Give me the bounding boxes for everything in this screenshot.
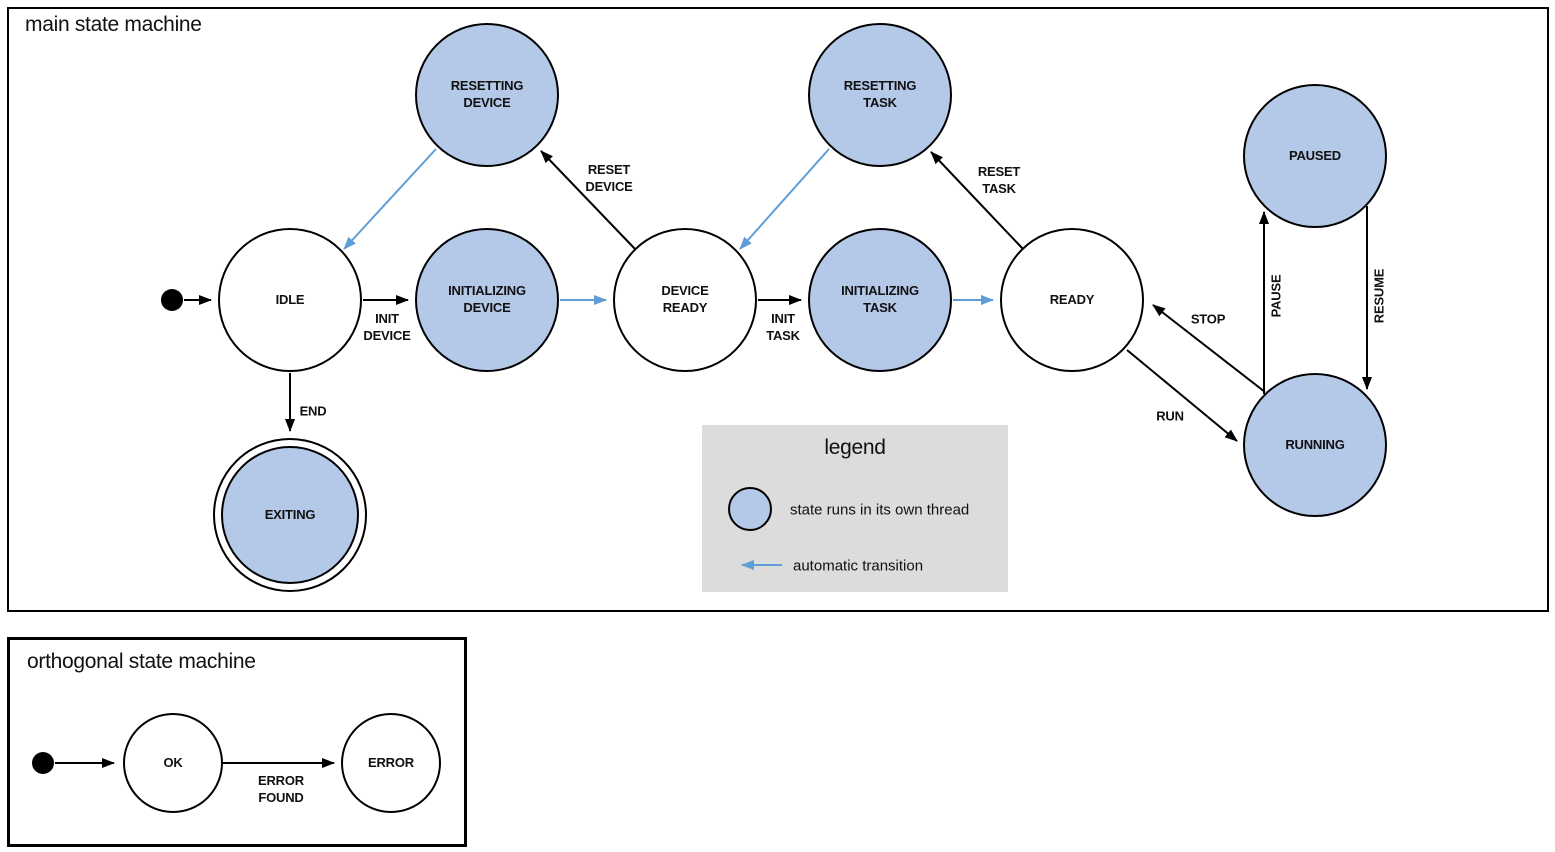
state-initializing-task-label: INITIALIZING TASK [841,283,919,315]
transition-run-arrow [1126,349,1238,442]
state-resetting-device: RESETTING DEVICE [415,23,559,167]
transition-stop-label: STOP [1190,311,1226,327]
state-idle-label: IDLE [275,291,305,307]
initial-state-dot [161,289,183,311]
transition-pause-label: PAUSE [1268,274,1284,318]
legend-threaded-state-label: state runs in its own thread [790,501,970,519]
transition-resetting-task-done-arrow [739,148,830,250]
state-ready: READY [1000,228,1144,372]
state-error: ERROR [341,713,441,813]
state-paused: PAUSED [1243,84,1387,228]
state-device-ready-label: DEVICE READY [661,283,709,315]
transition-init-device-label: INIT DEVICE [363,311,411,343]
initial-state-dot [32,752,54,774]
state-initializing-task: INITIALIZING TASK [808,228,952,372]
legend-panel: legend state runs in its own thread auto… [702,425,1008,592]
legend-title: legend [824,436,886,459]
state-running-label: RUNNING [1285,436,1345,452]
transition-error-found-label: ERROR FOUND [258,773,304,805]
state-ok-label: OK [163,754,183,770]
transition-reset-device-arrow [540,150,636,250]
state-resetting-device-label: RESETTING DEVICE [450,78,524,110]
transition-resetting-device-done-arrow [343,148,437,250]
state-paused-label: PAUSED [1288,147,1341,163]
state-initializing-device-label: INITIALIZING DEVICE [448,283,526,315]
state-resetting-task-label: RESETTING TASK [843,78,917,110]
state-running: RUNNING [1243,373,1387,517]
orthogonal-panel-title: orthogonal state machine [27,650,256,673]
state-error-label: ERROR [368,754,414,770]
transition-end-label: END [299,403,327,419]
transition-run-label: RUN [1156,408,1184,424]
state-exiting: EXITING [221,446,359,584]
final-state-ring: EXITING [213,438,367,592]
orthogonal-state-machine-panel [7,637,467,847]
transition-resume-label: RESUME [1371,268,1387,324]
state-idle: IDLE [218,228,362,372]
state-resetting-task: RESETTING TASK [808,23,952,167]
state-ok: OK [123,713,223,813]
automatic-transition-arrow-icon [741,560,782,570]
transition-init-task-label: INIT TASK [766,311,800,343]
state-device-ready: DEVICE READY [613,228,757,372]
threaded-state-icon [728,487,772,531]
state-ready-label: READY [1049,291,1095,307]
main-state-machine-panel [7,7,1549,612]
transition-stop-arrow [1152,304,1266,393]
state-exiting-label: EXITING [264,506,316,522]
main-panel-title: main state machine [25,13,202,36]
legend-automatic-transition-label: automatic transition [793,557,924,575]
transition-reset-device-label: RESET DEVICE [585,162,633,194]
transition-reset-task-arrow [930,151,1024,250]
transition-reset-task-label: RESET TASK [977,164,1021,196]
state-initializing-device: INITIALIZING DEVICE [415,228,559,372]
